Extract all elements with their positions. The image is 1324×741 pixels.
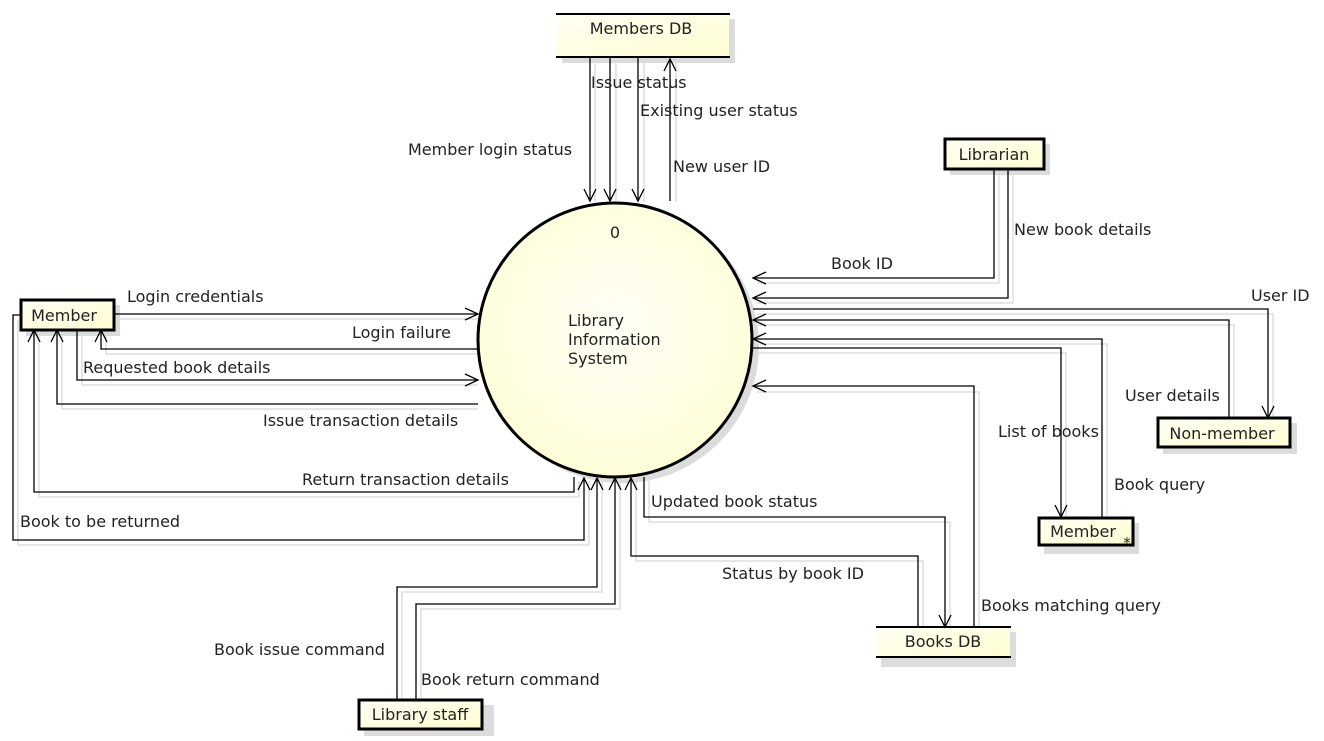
flow-login-failure[interactable] (94, 328, 478, 350)
label-status-by-book-id: Status by book ID (722, 564, 864, 583)
process-library-information-system[interactable]: 0 Library Information System (476, 201, 754, 479)
flow-return-transaction-details[interactable] (27, 328, 575, 493)
flow-book-query[interactable] (751, 332, 1103, 518)
label-requested-book-details: Requested book details (83, 358, 270, 377)
flow-book-return-command[interactable] (415, 476, 622, 700)
label-updated-book-status: Updated book status (651, 492, 817, 511)
flow-new-user-id[interactable] (663, 57, 677, 201)
flow-requested-book-details[interactable] (76, 330, 480, 387)
member-right-label: Member (1050, 522, 1116, 541)
member-left-label: Member (31, 306, 97, 325)
label-login-credentials: Login credentials (127, 287, 264, 306)
label-issue-transaction-details: Issue transaction details (263, 411, 458, 430)
flow-issue-status[interactable] (603, 57, 617, 203)
label-list-of-books: List of books (998, 422, 1099, 441)
label-login-failure: Login failure (352, 323, 451, 342)
flow-user-details[interactable] (751, 313, 1230, 418)
entity-non-member[interactable]: Non-member (1156, 416, 1292, 449)
label-user-details: User details (1125, 386, 1220, 405)
label-book-issue-command: Book issue command (214, 640, 385, 659)
label-book-query: Book query (1114, 475, 1205, 494)
process-name-line-1: Library (568, 311, 624, 330)
books-db-label: Books DB (905, 632, 982, 651)
process-number: 0 (610, 223, 620, 242)
entity-library-staff[interactable]: Library staff (357, 698, 484, 731)
flow-login-credentials[interactable] (114, 307, 480, 321)
flow-book-issue-command[interactable] (396, 476, 604, 700)
process-name: Library Information System (568, 311, 666, 368)
flow-shadows (17, 59, 1274, 698)
label-existing-user-status: Existing user status (640, 101, 798, 120)
flow-new-book-details[interactable] (751, 169, 1009, 305)
librarian-label: Librarian (959, 145, 1030, 164)
flow-user-id[interactable] (753, 308, 1275, 420)
process-name-line-2: Information (568, 330, 661, 349)
label-issue-status: Issue status (591, 73, 687, 92)
flow-member-login-status[interactable] (583, 57, 597, 203)
label-new-book-details: New book details (1014, 220, 1151, 239)
flow-list-of-books[interactable] (753, 347, 1068, 519)
member-right-duplicate-marker: * (1123, 534, 1131, 552)
datastore-members-db[interactable]: Members DB (556, 13, 730, 58)
flow-book-id[interactable] (751, 169, 995, 285)
flow-book-to-be-returned[interactable] (12, 314, 591, 541)
entity-member-left[interactable]: Member (19, 298, 116, 332)
members-db-label: Members DB (590, 19, 693, 38)
datastore-books-db[interactable]: Books DB (876, 626, 1011, 658)
non-member-label: Non-member (1169, 424, 1275, 443)
process-name-line-3: System (568, 349, 628, 368)
entity-member-right[interactable]: Member * (1037, 516, 1135, 552)
library-staff-label: Library staff (372, 705, 469, 724)
flow-status-by-book-id[interactable] (624, 476, 919, 627)
label-user-id: User ID (1251, 286, 1310, 305)
label-member-login-status: Member login status (408, 140, 572, 159)
flow-books-matching-query[interactable] (751, 379, 975, 627)
flow-updated-book-status[interactable] (643, 477, 952, 629)
label-book-return-command: Book return command (421, 670, 600, 689)
label-book-to-be-returned: Book to be returned (20, 512, 180, 531)
label-return-transaction-details: Return transaction details (302, 470, 509, 489)
entity-librarian[interactable]: Librarian (943, 137, 1046, 171)
flow-labels: Issue status Existing user status Member… (20, 73, 1310, 689)
flow-existing-user-status[interactable] (631, 57, 645, 203)
label-book-id: Book ID (831, 254, 893, 273)
label-books-matching-query: Books matching query (981, 596, 1161, 615)
label-new-user-id: New user ID (673, 157, 770, 176)
flow-issue-transaction-details[interactable] (50, 328, 478, 405)
